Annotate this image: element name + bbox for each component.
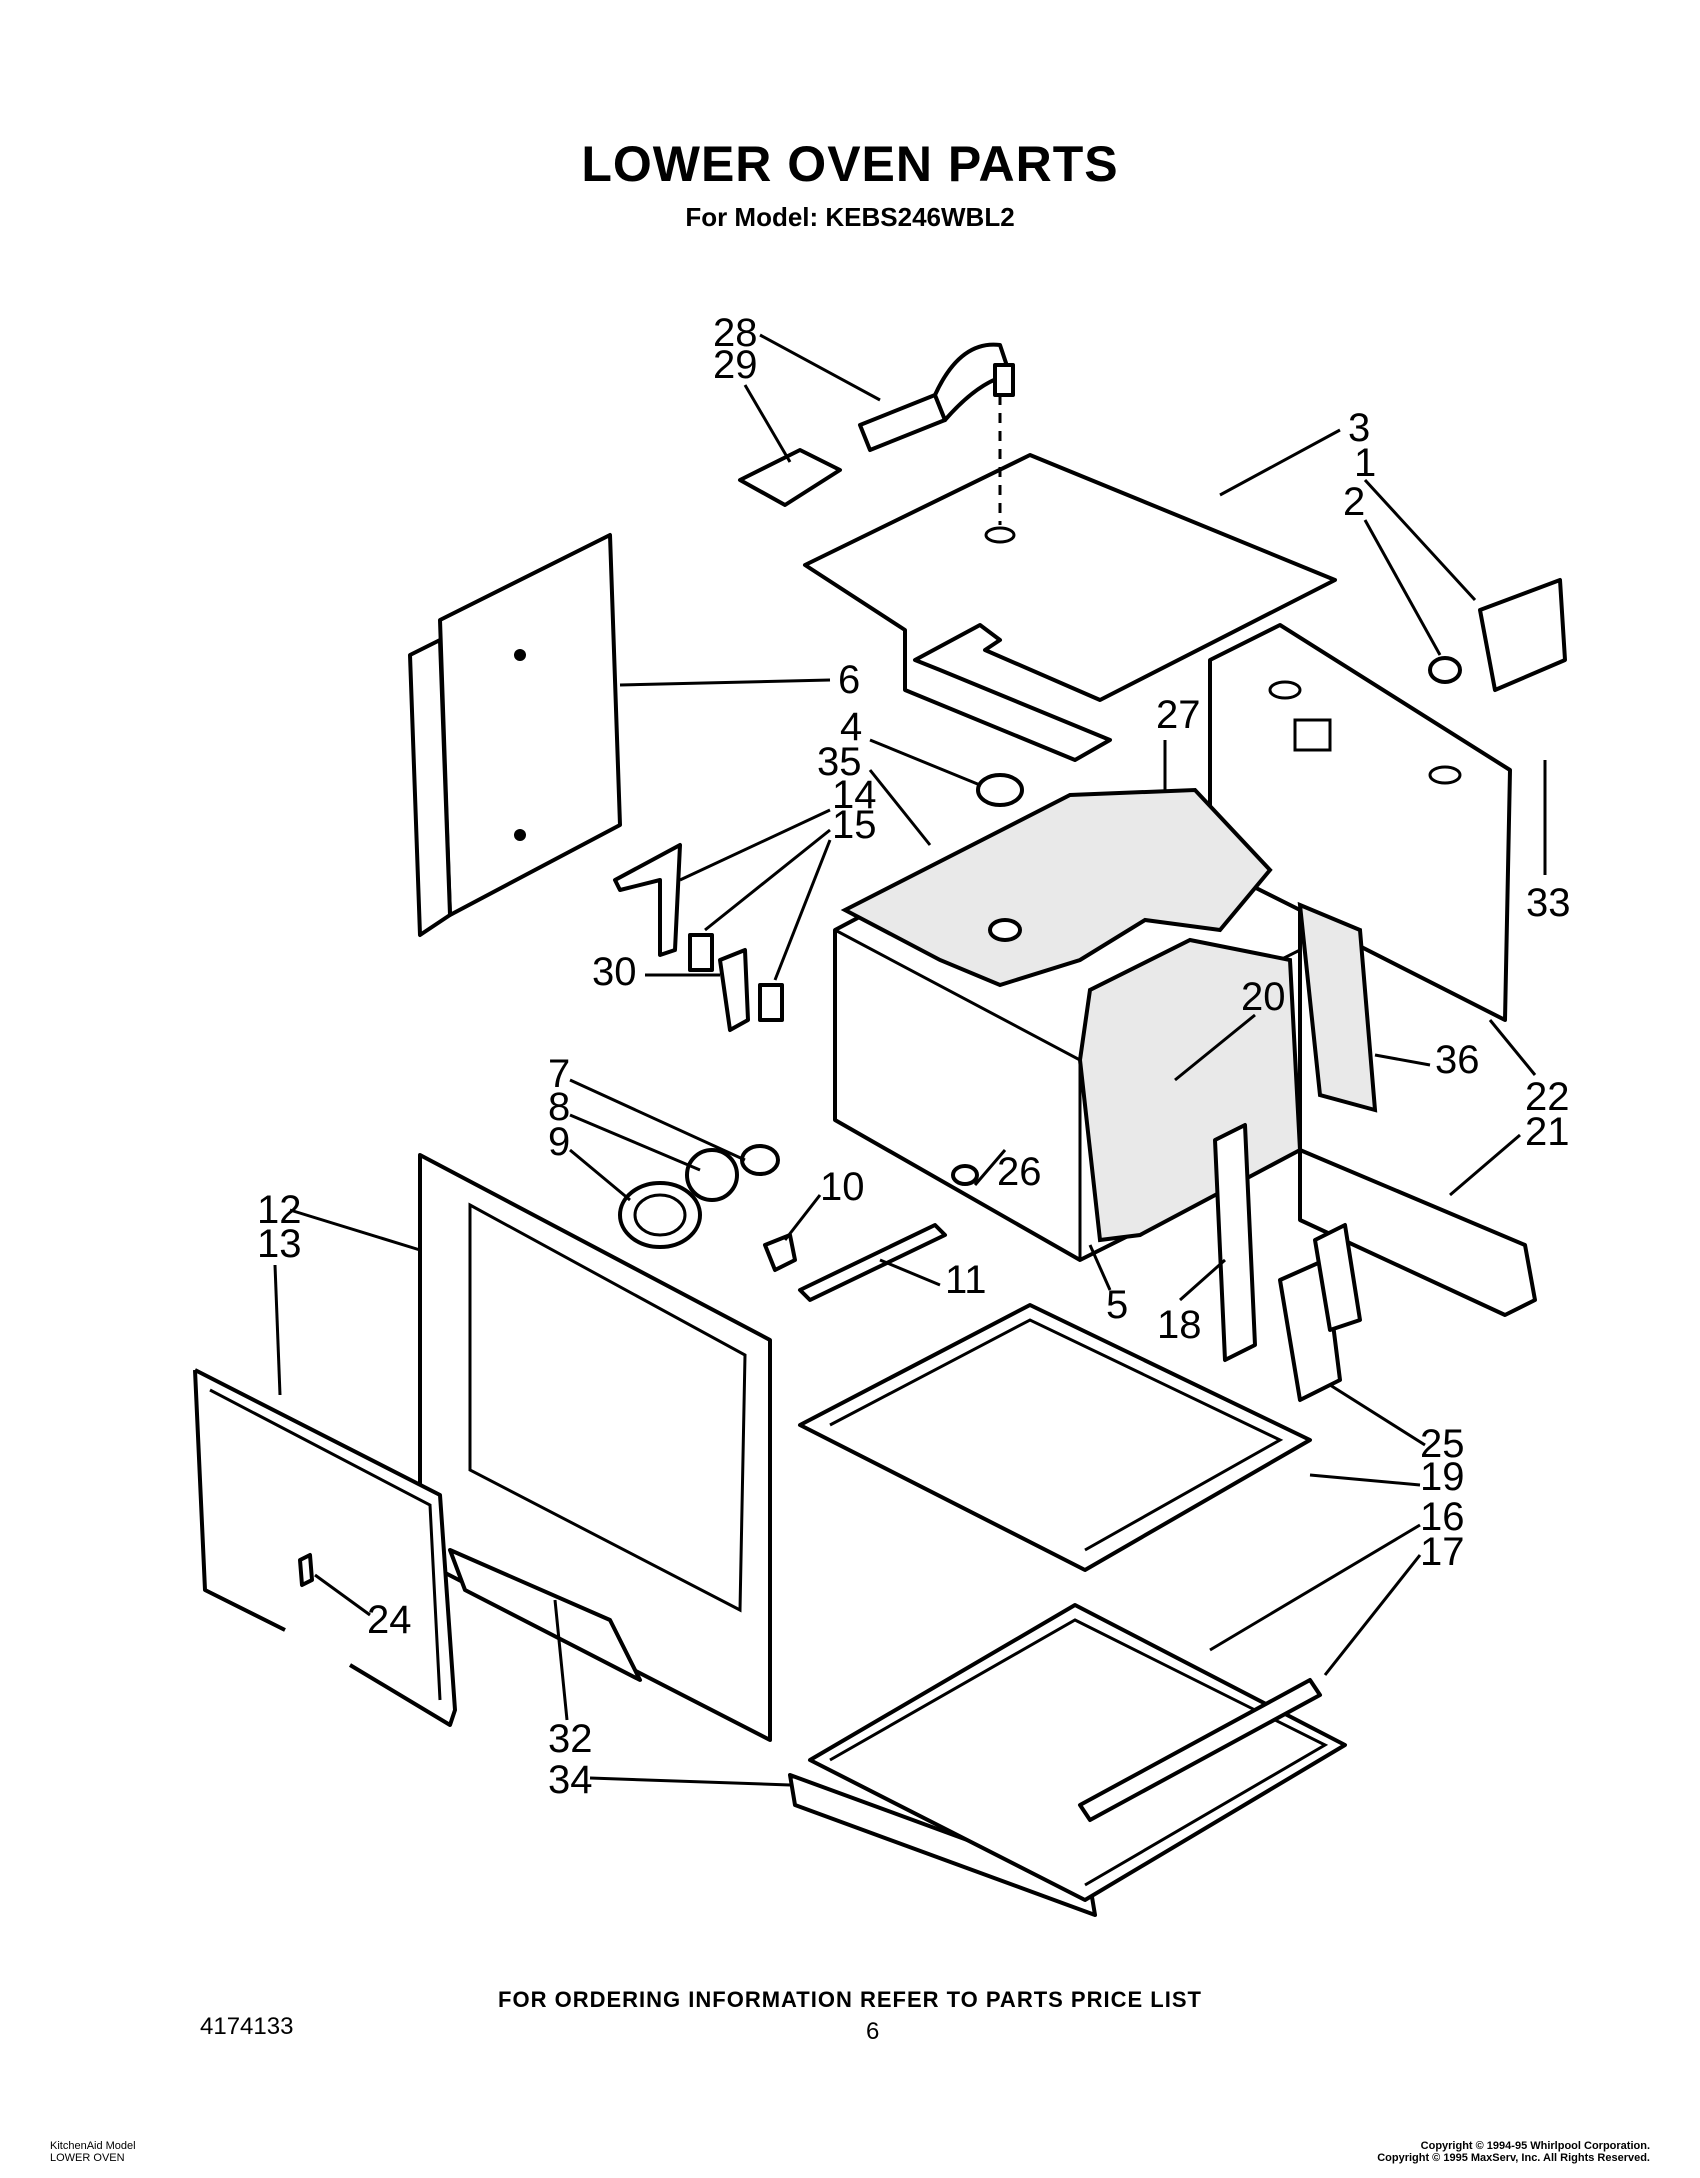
callout-35: 35 bbox=[817, 740, 862, 784]
callout-30: 30 bbox=[592, 950, 637, 994]
rack-panel bbox=[808, 1603, 1347, 1902]
callout-5: 5 bbox=[1106, 1283, 1128, 1327]
light-assembly bbox=[618, 1144, 780, 1249]
top-panel bbox=[803, 395, 1337, 762]
side-panel bbox=[408, 533, 622, 937]
callout-16: 16 bbox=[1420, 1495, 1465, 1539]
callout-9: 9 bbox=[548, 1120, 570, 1164]
callout-29: 29 bbox=[713, 343, 758, 387]
model-info: KitchenAid Model LOWER OVEN bbox=[50, 2140, 136, 2164]
page-number: 6 bbox=[866, 2018, 880, 2045]
ordering-note: FOR ORDERING INFORMATION REFER TO PARTS … bbox=[498, 1987, 1202, 2012]
callout-13: 13 bbox=[257, 1222, 302, 1266]
callout-17: 17 bbox=[1420, 1530, 1465, 1574]
callout-4: 4 bbox=[840, 705, 862, 749]
callout-3: 3 bbox=[1348, 406, 1370, 450]
leader-lines bbox=[273, 333, 1547, 1787]
model-line: KitchenAid Model bbox=[50, 2140, 136, 2152]
callout-6: 6 bbox=[838, 658, 860, 702]
callout-36: 36 bbox=[1435, 1038, 1480, 1082]
callout-34: 34 bbox=[548, 1758, 593, 1802]
callout-32: 32 bbox=[548, 1717, 593, 1761]
callout-19: 19 bbox=[1420, 1455, 1465, 1499]
callout-26: 26 bbox=[997, 1150, 1042, 1194]
callout-21: 21 bbox=[1525, 1110, 1570, 1154]
callout-1: 1 bbox=[1354, 441, 1376, 485]
document-number: 4174133 bbox=[200, 2013, 294, 2040]
copyright-block: Copyright © 1994-95 Whirlpool Corporatio… bbox=[1377, 2140, 1650, 2164]
model-subtitle: For Model: KEBS246WBL2 bbox=[685, 202, 1015, 232]
callout-10: 10 bbox=[820, 1165, 865, 1209]
callout-2: 2 bbox=[1343, 480, 1365, 524]
callout-11: 11 bbox=[945, 1258, 987, 1302]
door-frame bbox=[418, 1153, 772, 1742]
callout-33: 33 bbox=[1526, 881, 1571, 925]
callout-24: 24 bbox=[367, 1598, 412, 1642]
copyright-line-1: Copyright © 1994-95 Whirlpool Corporatio… bbox=[1420, 2140, 1650, 2152]
clips bbox=[613, 843, 784, 1032]
callout-27: 27 bbox=[1156, 693, 1201, 737]
vent-duct bbox=[738, 342, 1015, 507]
callout-7: 7 bbox=[548, 1052, 570, 1096]
bottom-panel bbox=[798, 1303, 1312, 1572]
callout-15: 15 bbox=[832, 803, 877, 847]
callout-25: 25 bbox=[1420, 1422, 1465, 1466]
page-title: LOWER OVEN PARTS bbox=[581, 136, 1119, 192]
latch-strip bbox=[763, 1223, 947, 1302]
callout-14: 14 bbox=[832, 773, 877, 817]
callout-28: 28 bbox=[713, 311, 758, 355]
callout-18: 18 bbox=[1157, 1303, 1202, 1347]
door-gasket bbox=[193, 1368, 457, 1727]
callout-8: 8 bbox=[548, 1085, 570, 1129]
side-brackets bbox=[1213, 1123, 1537, 1402]
callout-20: 20 bbox=[1241, 975, 1286, 1019]
copyright-line-2: Copyright © 1995 MaxServ, Inc. All Right… bbox=[1377, 2152, 1650, 2164]
section-line: LOWER OVEN bbox=[50, 2152, 125, 2164]
bracket-assembly bbox=[1428, 578, 1567, 692]
callout-22: 22 bbox=[1525, 1075, 1570, 1119]
